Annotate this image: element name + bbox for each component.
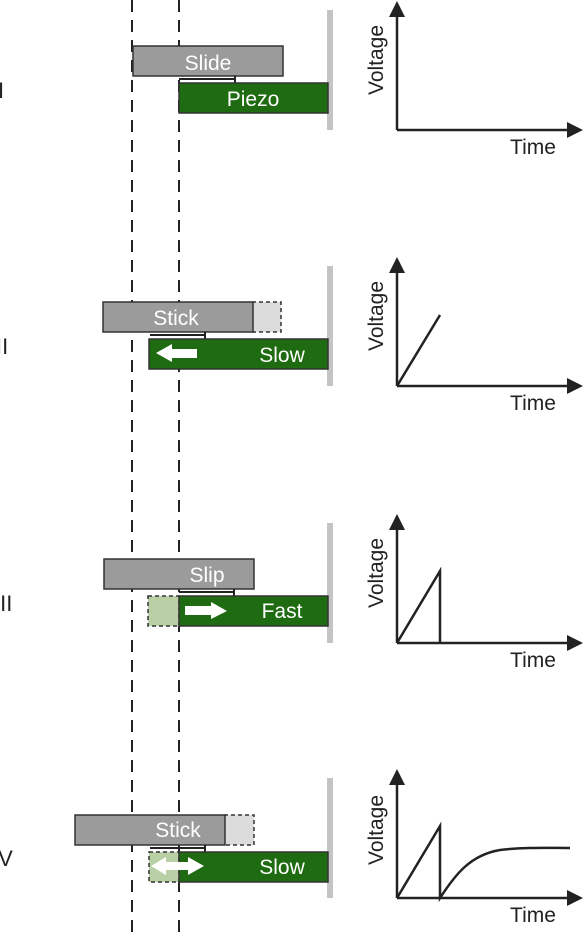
piezo-block [178, 851, 329, 883]
x-axis-arrow-icon [567, 122, 583, 138]
wall [327, 10, 333, 130]
slide-block [103, 558, 255, 590]
voltage-plot: Voltage Time [365, 769, 583, 927]
slide-block [74, 814, 226, 846]
y-axis-arrow-icon [389, 514, 405, 530]
x-axis-label: Time [510, 904, 556, 927]
x-axis-label: Time [510, 136, 556, 159]
panel-3-roman: III [0, 591, 12, 616]
piezo-block [178, 82, 329, 114]
y-axis-label: Voltage [365, 25, 388, 95]
ghost-slide-block [223, 814, 255, 846]
y-axis-arrow-icon [389, 1, 405, 17]
panel-1: I Slide Piezo Voltage Time [0, 1, 583, 159]
panel-4-roman: IV [0, 846, 13, 871]
x-axis-label: Time [510, 649, 556, 672]
panel-1-roman: I [0, 78, 4, 103]
piezo-label: Piezo [227, 88, 280, 111]
x-axis-arrow-icon [567, 378, 583, 394]
slide-label: Stick [155, 819, 201, 842]
wall [327, 266, 333, 386]
piezo-label: Fast [262, 600, 303, 623]
piezo-label: Slow [259, 344, 305, 367]
ghost-piezo-block [147, 595, 180, 627]
slide-label: Slip [189, 564, 224, 587]
wall [327, 523, 333, 643]
voltage-plot: Voltage Time [365, 1, 583, 159]
slide-block [132, 45, 284, 77]
x-axis-label: Time [510, 392, 556, 415]
y-axis-label: Voltage [365, 538, 388, 608]
voltage-plot: Voltage Time [365, 514, 583, 672]
x-axis-arrow-icon [567, 890, 583, 906]
y-axis-label: Voltage [365, 281, 388, 351]
panel-2-roman: II [0, 334, 8, 359]
arrow-right-icon [185, 602, 227, 619]
voltage-curve [395, 566, 442, 644]
panel-3: III Slip Fast Voltage Time [0, 514, 583, 672]
arrow-left-icon [156, 344, 197, 362]
y-axis-arrow-icon [389, 257, 405, 273]
panel-2: II Stick Slow Voltage Time [0, 257, 583, 415]
y-axis-arrow-icon [389, 769, 405, 785]
piezo-label: Slow [259, 856, 305, 879]
wall [327, 778, 333, 898]
x-axis-arrow-icon [567, 635, 583, 651]
ghost-slide-block [251, 301, 282, 333]
voltage-curve [395, 314, 442, 387]
slide-block [102, 301, 254, 333]
panel-4: IV Stick Slow Voltage Time [0, 769, 583, 927]
voltage-plot: Voltage Time [365, 257, 583, 415]
slide-label: Slide [185, 52, 232, 75]
voltage-curve [395, 821, 571, 903]
slide-label: Stick [153, 307, 199, 330]
y-axis-label: Voltage [365, 795, 388, 865]
double-arrow-icon [151, 857, 204, 875]
